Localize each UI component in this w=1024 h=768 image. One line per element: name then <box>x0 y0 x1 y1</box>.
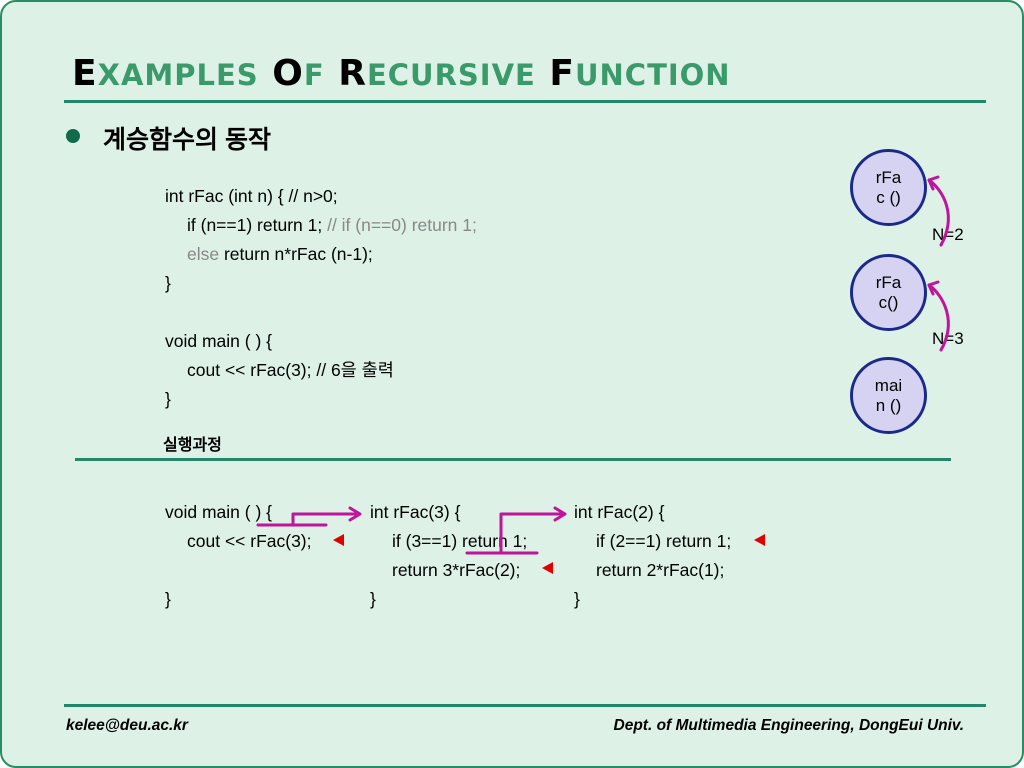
code-text: if (n==1) return 1; <box>187 215 328 235</box>
code-line: } <box>165 389 171 409</box>
title-word: UNCTION <box>574 58 731 92</box>
return-marker-icon <box>333 534 344 546</box>
arrow-head-icon <box>927 280 940 296</box>
code-line: } <box>165 589 171 609</box>
code-line: void main ( ) { <box>165 502 272 522</box>
title-underline <box>64 100 986 103</box>
arrow-head-icon <box>553 506 567 522</box>
arrow-head-icon <box>348 506 362 522</box>
recursion-arrow-n2 <box>927 178 950 247</box>
footer-affiliation: Dept. of Multimedia Engineering, DongEui… <box>613 717 964 734</box>
title-word: XAMPLES <box>97 58 259 92</box>
code-definition: int rFac (int n) { // n>0; if (n==1) ret… <box>165 182 477 414</box>
code-line: } <box>574 589 580 609</box>
code-line: int rFac(2) { <box>574 502 665 522</box>
recursion-arrow-n3 <box>927 283 950 352</box>
title-word: F <box>303 58 325 92</box>
slide-title: EXAMPLES OF RECURSIVE FUNCTION <box>72 52 731 97</box>
title-cap: E <box>72 53 98 94</box>
section-divider <box>75 458 951 461</box>
code-line: void main ( ) { <box>165 331 272 351</box>
title-cap: F <box>549 53 575 94</box>
node-text: mai <box>874 375 903 395</box>
return-marker-icon <box>542 562 553 574</box>
code-line: cout << rFac(3); // 6을 출력 <box>187 360 394 380</box>
bullet-icon <box>66 129 80 143</box>
code-line: if (n==1) return 1; // if (n==0) return … <box>165 211 477 240</box>
bullet-heading: 계승함수의 동작 <box>103 126 271 154</box>
node-text: rFa <box>875 272 902 292</box>
footer-email: kelee@deu.ac.kr <box>66 717 188 734</box>
trace-main: void main ( ) { cout << rFac(3); } <box>165 498 312 614</box>
node-text: c() <box>878 292 899 312</box>
code-line: int rFac (int n) { // n>0; <box>165 186 338 206</box>
node-text: n () <box>875 395 902 415</box>
code-line: cout << rFac(3); <box>187 531 312 551</box>
node-text: rFa <box>875 167 902 187</box>
param-label-n2: N=2 <box>932 225 964 244</box>
title-cap: O <box>272 53 304 94</box>
code-text: return n*rFac (n-1); <box>219 244 373 264</box>
code-line: } <box>165 273 171 293</box>
code-keyword: else <box>187 244 220 264</box>
call-arrow-rfac3-to-rfac2 <box>499 512 565 555</box>
return-marker-icon <box>754 534 765 546</box>
title-cap: R <box>338 53 367 94</box>
code-line: return 3*rFac(2); <box>392 560 521 580</box>
param-label-n3: N=3 <box>932 329 964 348</box>
code-line: if (3==1) return 1; <box>392 531 528 551</box>
code-line: else return n*rFac (n-1); <box>165 240 477 269</box>
exec-label: 실행과정 <box>163 437 222 454</box>
code-comment: // if (n==0) return 1; <box>327 215 477 235</box>
code-line: } <box>370 589 376 609</box>
call-arrow-main-to-rfac3 <box>291 512 360 527</box>
code-line: if (2==1) return 1; <box>596 531 732 551</box>
code-line: return 2*rFac(1); <box>596 560 725 580</box>
node-text: c () <box>876 187 901 207</box>
code-line: int rFac(3) { <box>370 502 461 522</box>
title-word: ECURSIVE <box>366 58 536 92</box>
arrow-head-icon <box>927 175 940 191</box>
trace-rfac3: int rFac(3) { if (3==1) return 1; return… <box>370 498 527 614</box>
footer-rule <box>64 704 986 707</box>
trace-rfac2: int rFac(2) { if (2==1) return 1; return… <box>574 498 731 614</box>
